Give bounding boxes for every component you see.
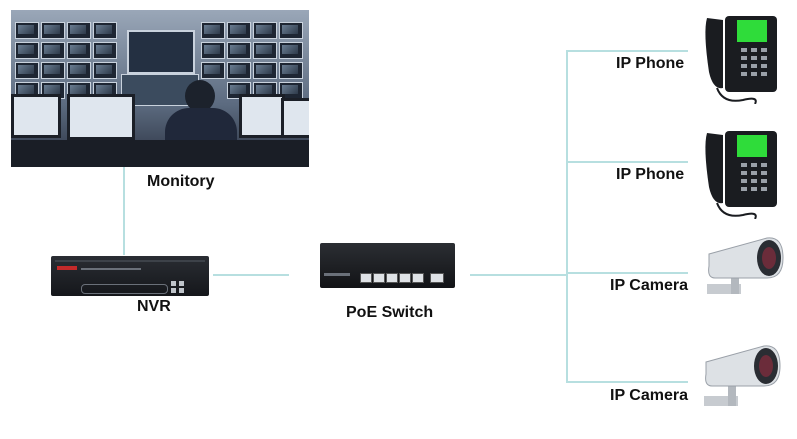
ip-camera-1-label: IP Camera [610,277,688,294]
ip-camera-icon [704,345,781,406]
ip-phone-icon [705,131,777,219]
monitoring-room-photo [11,10,309,167]
poe-switch-label: PoE Switch [346,304,434,321]
ip-phone-2-label: IP Phone [616,166,685,183]
nvr-label: NVR [137,298,171,315]
poe-switch-device [320,243,455,288]
ip-phone-1-label: IP Phone [616,55,685,72]
connector-switch-bus [470,274,567,276]
ip-camera-2-label: IP Camera [610,387,688,404]
connector-branch-camera-1 [566,272,688,274]
connector-nvr-switch [213,274,289,276]
connector-branch-camera-2 [566,381,688,383]
ip-camera-icon [707,237,784,294]
monitory-label: Monitory [147,173,215,190]
nvr-device [51,256,209,296]
connector-vertical-bus [566,50,568,382]
ip-phone-icon [705,16,777,104]
connector-monitor-nvr [123,167,125,255]
connector-branch-phone-1 [566,50,688,52]
connector-branch-phone-2 [566,161,688,163]
